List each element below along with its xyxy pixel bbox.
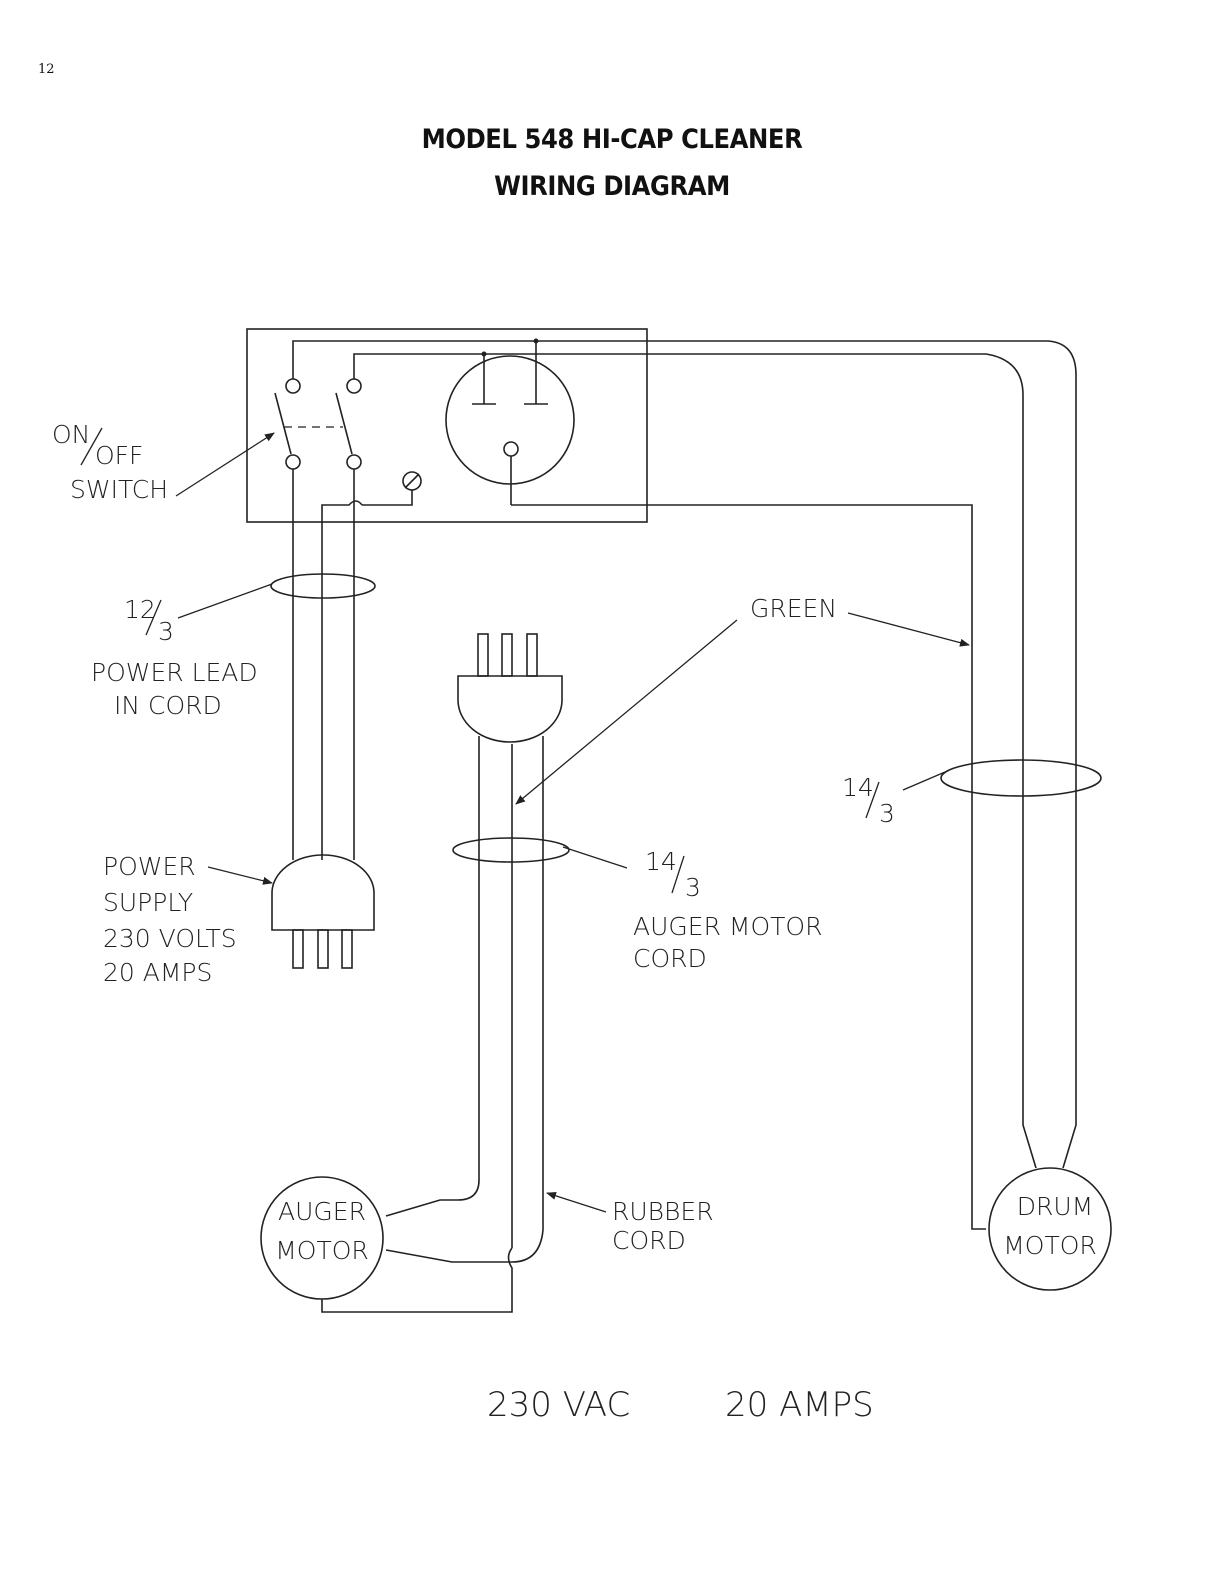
power-supply-line3: 230 VOLTS — [103, 924, 237, 953]
rubber-cord-line1: RUBBER — [612, 1197, 714, 1226]
rubber-cord-line2: CORD — [612, 1226, 686, 1255]
auger-cord-num: 14 — [645, 847, 677, 876]
drum-cord-num: 14 — [842, 773, 874, 802]
power-supply-line4: 20 AMPS — [103, 958, 212, 987]
green-arrow-2 — [848, 613, 969, 645]
drum-motor — [989, 1168, 1111, 1290]
auger-cord-den: 3 — [685, 873, 701, 902]
ground-screw — [403, 472, 421, 490]
switch-arrow — [176, 433, 274, 496]
drum-motor-line2: MOTOR — [1003, 1231, 1097, 1260]
drum-cord-band — [941, 760, 1101, 796]
footer-voltage: 230 VAC — [487, 1385, 630, 1425]
switch-terminals — [275, 379, 361, 469]
label-on: ON — [52, 420, 90, 449]
auger-cord-line1: AUGER MOTOR — [633, 912, 822, 941]
drum-cord-den: 3 — [879, 799, 895, 828]
power-plug — [272, 855, 374, 968]
power-lead-line1: POWER LEAD — [91, 658, 258, 687]
auger-cord — [322, 634, 627, 1312]
auger-cord-line2: CORD — [633, 944, 707, 973]
green-arrow-1 — [516, 620, 737, 804]
power-supply-line2: SUPPLY — [103, 888, 193, 917]
power-lead-line2: IN CORD — [114, 691, 222, 720]
power-supply-line1: POWER — [103, 852, 196, 881]
drum-motor-line1: DRUM — [1017, 1192, 1094, 1221]
receptacle — [446, 356, 574, 505]
rubber-arrow — [547, 1193, 606, 1212]
label-off: OFF — [95, 441, 143, 470]
footer-current: 20 AMPS — [725, 1385, 874, 1425]
power-cord-den: 3 — [158, 617, 174, 646]
label-green: GREEN — [750, 594, 837, 623]
power-supply-arrow — [208, 867, 272, 883]
auger-motor-line2: MOTOR — [275, 1236, 369, 1265]
label-switch: SWITCH — [70, 475, 168, 504]
auger-motor-line1: AUGER — [278, 1197, 366, 1226]
power-cord-num: 12 — [124, 595, 156, 624]
